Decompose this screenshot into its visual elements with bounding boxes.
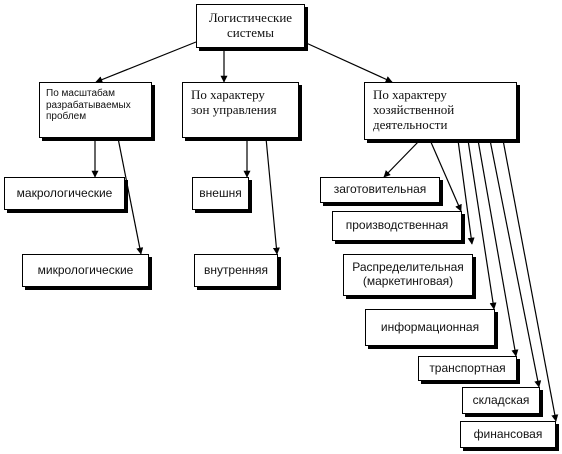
internal-label: внутренняя [203, 262, 269, 277]
edge-activity-to-distribution [457, 139, 475, 245]
information-label: информационная [380, 319, 480, 334]
distribution-node: Распределительная (маркетинговая) [343, 254, 473, 296]
transport-label: транспортная [429, 360, 506, 375]
edge-scale-to-micro [117, 137, 144, 255]
category-zone-label: По характеру зон управления [191, 87, 277, 117]
warehouse-node: складская [462, 387, 540, 414]
production-node: производственная [332, 211, 462, 241]
category-activity-node: По характеру хозяйственной деятельности [364, 82, 517, 140]
procurement-label: заготовительная [333, 182, 427, 197]
category-activity-label: По характеру хозяйственной деятельности [373, 87, 455, 132]
category-scale-node: По масштабам разрабатываемых проблем [39, 82, 152, 138]
micro-node: микрологические [22, 254, 149, 287]
edge-activity-to-procurement [383, 139, 421, 178]
procurement-node: заготовительная [320, 177, 440, 203]
financial-node: финансовая [460, 421, 556, 448]
warehouse-label: складская [472, 392, 530, 407]
external-label: внешня [199, 185, 242, 200]
root-node-label: Логистические системы [208, 10, 293, 40]
root-node: Логистические системы [196, 4, 305, 48]
edge-zone-to-internal [265, 137, 280, 255]
financial-label: финансовая [473, 426, 543, 441]
edge-activity-to-transport [477, 139, 519, 357]
category-zone-node: По характеру зон управления [182, 82, 299, 138]
internal-node: внутренняя [194, 254, 278, 287]
macro-node: макрологические [4, 177, 125, 210]
production-label: производственная [345, 218, 449, 233]
edge-activity-to-information [467, 139, 497, 310]
micro-label: микрологические [37, 262, 134, 277]
edge-root-to-scale [95, 41, 197, 83]
edge-activity-to-production [429, 139, 462, 212]
edge-root-to-activity [303, 41, 393, 83]
external-node: внешня [192, 177, 249, 210]
category-scale-label: По масштабам разрабатываемых проблем [46, 88, 131, 122]
distribution-label: Распределительная (маркетинговая) [352, 260, 464, 288]
edge-activity-to-financial [502, 139, 559, 422]
information-node: информационная [365, 309, 495, 346]
edge-activity-to-warehouse [489, 139, 542, 388]
transport-node: транспортная [418, 356, 517, 381]
macro-label: макрологические [16, 185, 113, 200]
